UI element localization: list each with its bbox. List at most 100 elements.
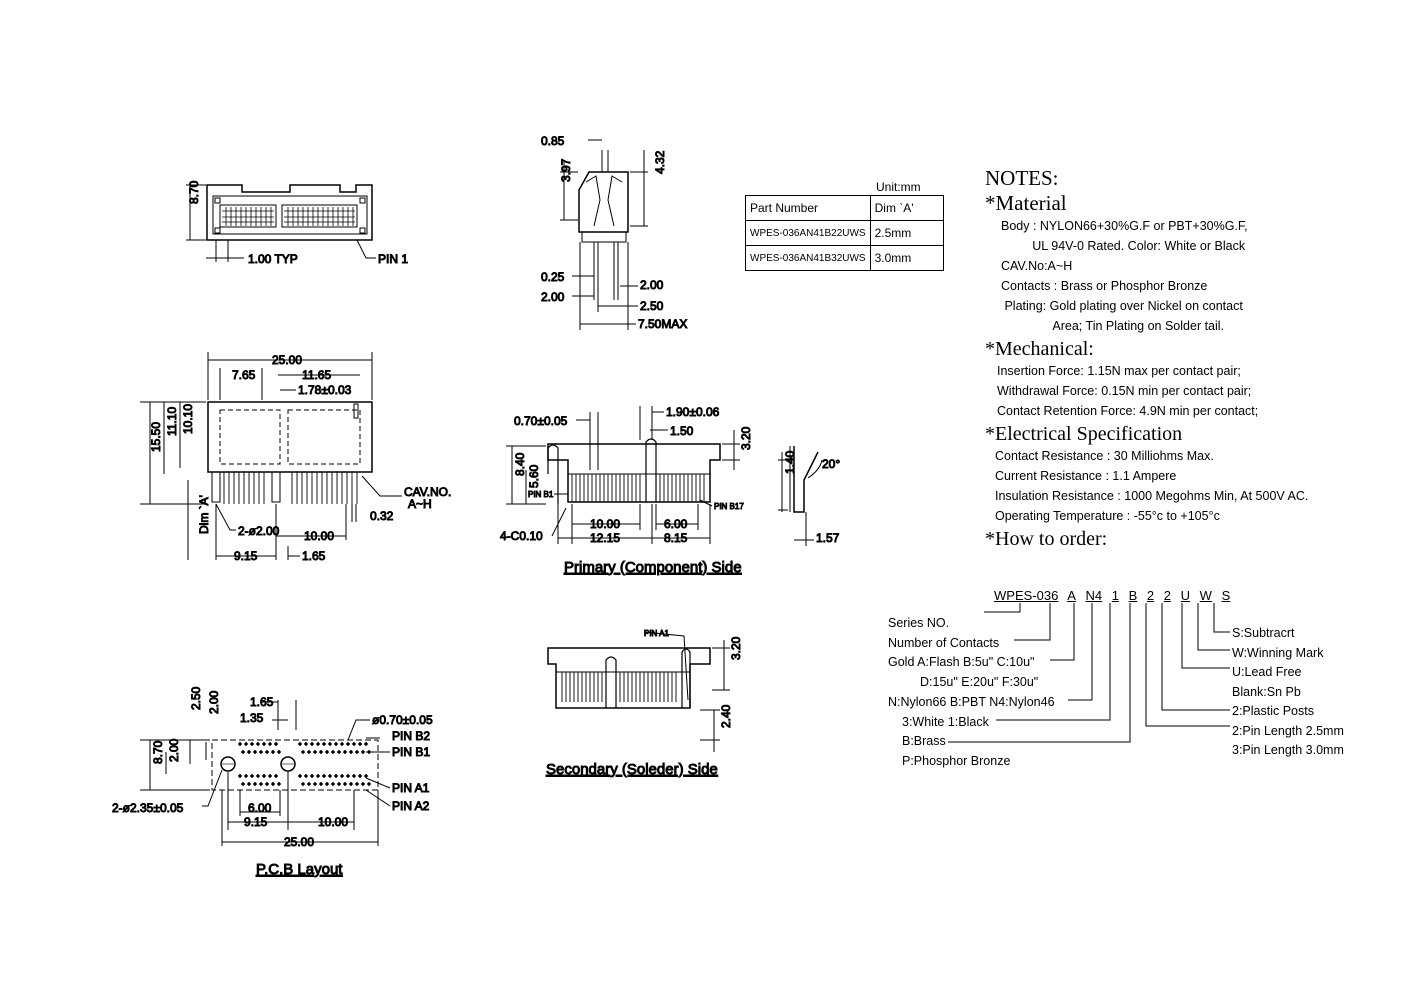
pcb-pad (345, 741, 351, 747)
pcb-holes-label: 2-ø2.35±0.05 (112, 801, 184, 815)
order-code-part: A (1067, 588, 1076, 603)
top-dim-870: 8.70 (187, 180, 201, 204)
secondary-side-contacts (556, 671, 690, 702)
pcb-pad (273, 741, 279, 747)
pcb-pad (339, 741, 345, 747)
order-legend-item: B:Brass (902, 734, 946, 749)
pcb-pad (261, 741, 267, 747)
front-dim-032: 0.32 (370, 509, 394, 523)
pcb-dim-hole: ø0.70±0.05 (372, 713, 433, 727)
secondary-dim-240: 2.40 (719, 704, 733, 728)
order-legend-item: Number of Contacts (888, 635, 1000, 650)
primary-dim-840: 8.40 (513, 452, 527, 476)
primary-dim-600: 6.00 (664, 517, 688, 531)
pcb-pad (300, 749, 306, 755)
pcb-pad (243, 741, 249, 747)
order-legend-item: 2:Pin Length 2.5mm (1232, 723, 1344, 738)
pcb-pad (342, 749, 348, 755)
order-code-part: B (1128, 588, 1138, 603)
electrical-line: Current Resistance : 1.1 Ampere (995, 469, 1177, 483)
side-dim-200b: 2.00 (640, 278, 664, 292)
order-legend-item: 2:Plastic Posts (1232, 704, 1314, 718)
material-line: CAV.No:A~H (1001, 259, 1073, 273)
order-right-legend: S:Subtracrt W:Winning Mark U:Lead Free B… (1232, 624, 1344, 761)
pcb-pad (240, 749, 246, 755)
pcb-pad (237, 741, 243, 747)
side-dim-397: 3.97 (559, 158, 573, 182)
primary-dim-815: 8.15 (664, 531, 688, 545)
pcb-pad (309, 741, 315, 747)
pcb-dim-1000: 10.00 (318, 815, 348, 829)
pcb-pina2: PIN A2 (392, 799, 430, 813)
order-legend-item: Series NO. (888, 616, 950, 630)
table-row: WPES-036AN41B32UWS 3.0mm (745, 245, 944, 271)
side-view: 0.85 3.97 4.32 0.25 2.00 2.00 2.50 7.50M… (541, 134, 688, 332)
side-dim-750: 7.50MAX (638, 317, 687, 331)
secondary-dim-320: 3.20 (729, 636, 743, 660)
pcb-pad (363, 741, 369, 747)
pcb-dim-200a: 2.00 (207, 690, 221, 714)
pcb-layout-pads (237, 741, 372, 787)
pcb-dim-915: 9.15 (244, 815, 268, 829)
pcb-pad (267, 773, 273, 779)
pcb-pad (354, 781, 360, 787)
pcb-pad (246, 781, 252, 787)
pcb-dim-135: 1.35 (240, 711, 264, 725)
order-legend-item: W:Winning Mark (1232, 645, 1324, 660)
pcb-pad (306, 781, 312, 787)
pcb-pinb2: PIN B2 (392, 729, 430, 743)
order-left-legend: Series NO. Number of Contacts Gold A:Fla… (888, 614, 1055, 772)
pcb-pad (351, 741, 357, 747)
mechanical-line: Contact Retention Force: 4.9N min per co… (997, 404, 1259, 418)
front-dim-178: 1.78±0.03 (298, 383, 352, 397)
material-line: Body : NYLON66+30%G.F or PBT+30%G.F, (1001, 219, 1248, 233)
order-legend-item: P:Phosphor Bronze (902, 753, 1011, 768)
detail-angle: 20° (822, 457, 840, 471)
order-code: WPES-036 A N4 1 B 2 2 U W S (994, 588, 1230, 603)
pcb-pad (324, 781, 330, 787)
top-view: 8.70 1.00 TYP PIN 1 (186, 180, 409, 267)
pcb-pina1: PIN A1 (392, 781, 430, 795)
notes-title: NOTES: (985, 166, 1059, 190)
pcb-pad (312, 749, 318, 755)
primary-side-view: 0.70±0.05 1.90±0.06 1.50 3.20 8.40 5.60 … (500, 405, 754, 577)
front-dim-165: 1.65 (302, 549, 326, 563)
material-heading: *Material (985, 191, 1067, 215)
front-holes-label: 2-ø2.00 (238, 524, 280, 538)
order-legend-item: 3:Pin Length 3.0mm (1232, 743, 1344, 757)
pcb-pad (348, 749, 354, 755)
pcb-pad (330, 749, 336, 755)
secondary-caption: Secondary (Soleder) Side (546, 761, 718, 778)
pcb-pad (363, 773, 369, 779)
primary-dim-150: 1.50 (670, 424, 694, 438)
pcb-pad (297, 741, 303, 747)
table-cell-part: WPES-036AN41B22UWS (745, 220, 871, 246)
pcb-dim-870: 8.70 (151, 740, 165, 764)
pcb-pad (357, 741, 363, 747)
pcb-pad (366, 781, 372, 787)
pcb-pad (243, 773, 249, 779)
side-dim-250: 2.50 (640, 299, 664, 313)
front-dim-a: Dim `A' (197, 495, 211, 534)
pcb-pad (300, 781, 306, 787)
table-cell-part: WPES-036AN41B32UWS (745, 245, 871, 271)
pcb-pad (270, 781, 276, 787)
primary-dim-560: 5.60 (527, 464, 541, 488)
pcb-pad (309, 773, 315, 779)
pcb-pad (360, 781, 366, 787)
top-dim-pitch: 1.00 TYP (248, 252, 298, 266)
pcb-dim-200b: 2.00 (167, 738, 181, 762)
pcb-pad (252, 749, 258, 755)
pcb-pad (333, 741, 339, 747)
front-cav-range: A~H (408, 497, 432, 511)
pcb-pad (312, 781, 318, 787)
pcb-pad (315, 741, 321, 747)
secondary-side-view: PIN A1 3.20 2.40 Secondary (Soleder) Sid… (546, 629, 744, 779)
material-list: Body : NYLON66+30%G.F or PBT+30%G.F, UL … (985, 216, 1395, 336)
pcb-pad (348, 781, 354, 787)
pcb-pad (321, 773, 327, 779)
order-code-part: WPES-036 (994, 588, 1059, 603)
pcb-pad (270, 749, 276, 755)
order-code-part: S (1221, 588, 1231, 603)
